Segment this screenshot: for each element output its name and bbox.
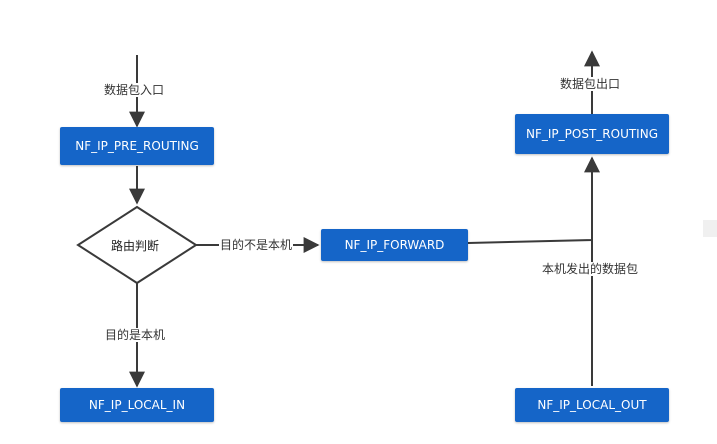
label-is-local: 目的是本机 — [104, 328, 167, 342]
label-local-sent: 本机发出的数据包 — [541, 262, 640, 276]
label-packet-entry: 数据包入口 — [103, 83, 166, 97]
edge-tab — [703, 220, 717, 237]
edge-forward-to-post-routing — [467, 156, 600, 244]
label-not-local: 目的不是本机 — [219, 238, 294, 252]
node-post-routing: NF_IP_POST_ROUTING — [515, 114, 669, 154]
node-local-in: NF_IP_LOCAL_IN — [60, 388, 214, 422]
decision-label: 路由判断 — [111, 239, 160, 253]
node-forward: NF_IP_FORWARD — [321, 229, 468, 261]
label-packet-exit: 数据包出口 — [559, 77, 622, 91]
node-local-out: NF_IP_LOCAL_OUT — [515, 388, 669, 422]
node-pre-routing: NF_IP_PRE_ROUTING — [60, 127, 214, 165]
